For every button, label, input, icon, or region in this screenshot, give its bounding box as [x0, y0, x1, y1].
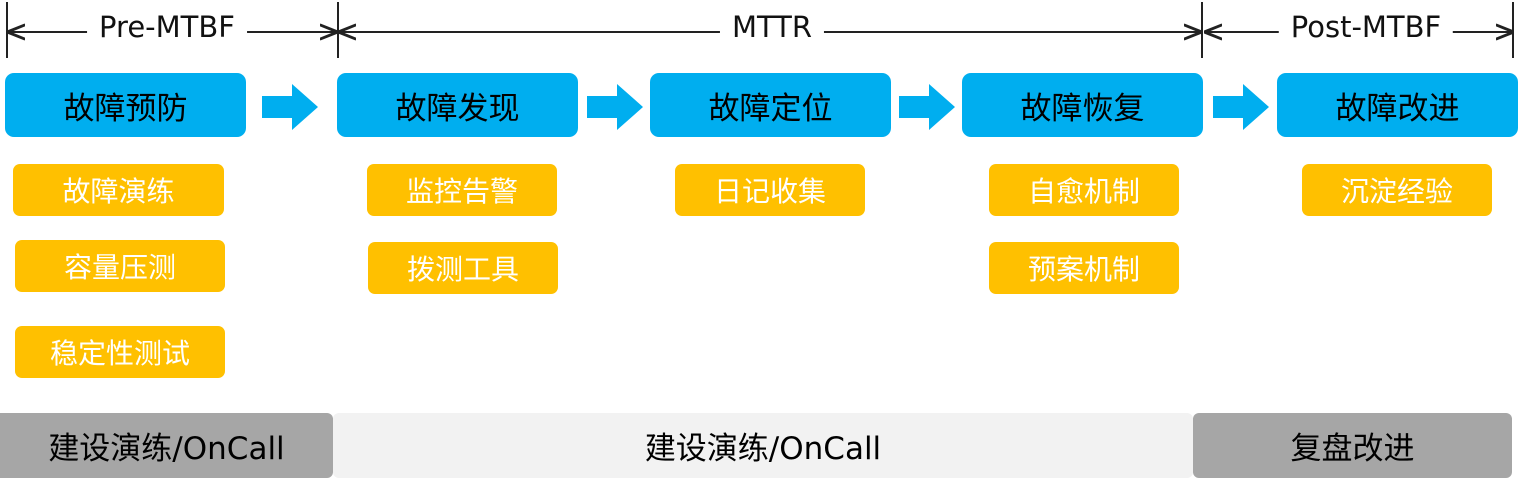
timeline-boundary-end: [1512, 2, 1514, 58]
flow-arrow-icon: [1213, 84, 1269, 130]
timeline-boundary-pre-mttr: [337, 2, 339, 58]
stage-location: 故障定位: [650, 73, 891, 137]
phase-label-post-mtbf: Post-MTBF: [1278, 8, 1454, 46]
band-left: 建设演练/OnCall: [0, 413, 333, 478]
flow-arrow-icon: [587, 84, 643, 130]
stage-prevention: 故障预防: [5, 73, 246, 137]
task-box: 日记收集: [675, 164, 865, 216]
phase-label-mttr: MTTR: [719, 8, 825, 46]
task-box: 自愈机制: [989, 164, 1179, 216]
timeline-boundary-mttr-post: [1201, 2, 1203, 58]
flow-arrow-icon: [899, 84, 955, 130]
stage-recovery: 故障恢复: [962, 73, 1203, 137]
task-box: 故障演练: [13, 164, 224, 216]
band-right: 复盘改进: [1193, 413, 1512, 478]
task-box: 沉淀经验: [1302, 164, 1492, 216]
band-middle: 建设演练/OnCall: [333, 413, 1193, 478]
stage-discovery: 故障发现: [337, 73, 578, 137]
task-box: 监控告警: [367, 164, 557, 216]
flow-arrow-icon: [262, 84, 318, 130]
task-box: 拨测工具: [368, 242, 558, 294]
stage-improvement: 故障改进: [1277, 73, 1518, 137]
task-box: 容量压测: [15, 240, 225, 292]
phase-label-pre-mtbf: Pre-MTBF: [87, 8, 247, 46]
timeline-boundary-start: [6, 2, 8, 58]
task-box: 预案机制: [989, 242, 1179, 294]
task-box: 稳定性测试: [15, 326, 225, 378]
